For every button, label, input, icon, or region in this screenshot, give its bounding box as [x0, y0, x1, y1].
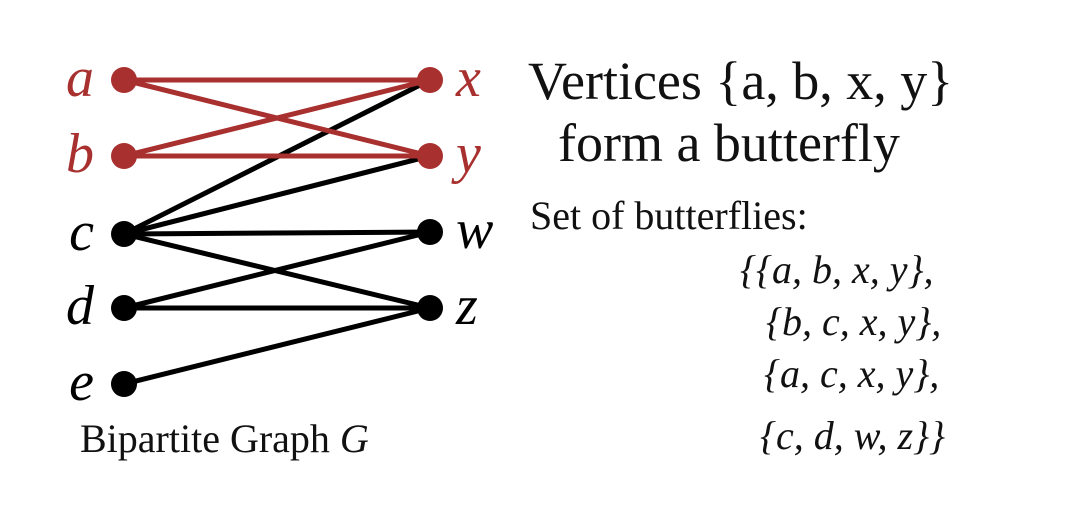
vertex-w	[417, 219, 443, 245]
vertex-label-z: z	[455, 275, 478, 337]
vertex-d	[111, 295, 137, 321]
vertex-label-c: c	[69, 201, 94, 263]
vertex-y	[417, 143, 443, 169]
butterfly-set-row: {c, d, w, z}}	[760, 413, 946, 458]
vertex-b	[111, 143, 137, 169]
graph-caption-var: G	[340, 416, 369, 461]
vertex-label-d: d	[66, 275, 95, 337]
nodes-layer	[111, 67, 443, 397]
edge-b-x	[121, 77, 433, 159]
vertex-a	[111, 67, 137, 93]
vertex-label-e: e	[69, 351, 94, 413]
graph-caption-text: Bipartite Graph	[80, 416, 330, 461]
butterfly-set-row: {a, c, x, y},	[764, 351, 940, 396]
edge-c-w	[121, 229, 433, 237]
butterfly-title-line-1: Vertices {a, b, x, y}	[528, 51, 954, 111]
edge-e-z	[121, 305, 433, 387]
vertex-label-w: w	[456, 199, 493, 261]
butterfly-title-line-2: form a butterfly	[558, 113, 900, 173]
vertex-e	[111, 371, 137, 397]
butterfly-set-label: Set of butterflies:	[530, 193, 808, 238]
edges-layer	[121, 77, 433, 387]
vertex-label-y: y	[451, 123, 481, 185]
butterfly-set-row: {{a, b, x, y},	[740, 247, 934, 292]
vertex-label-b: b	[66, 123, 94, 185]
butterfly-set-row: {b, c, x, y},	[766, 299, 942, 344]
edge-d-w	[121, 229, 433, 311]
vertex-label-a: a	[66, 47, 94, 109]
vertex-c	[111, 221, 137, 247]
vertex-label-x: x	[455, 47, 481, 109]
edge-c-y	[121, 153, 433, 237]
vertex-x	[417, 67, 443, 93]
vertex-z	[417, 295, 443, 321]
